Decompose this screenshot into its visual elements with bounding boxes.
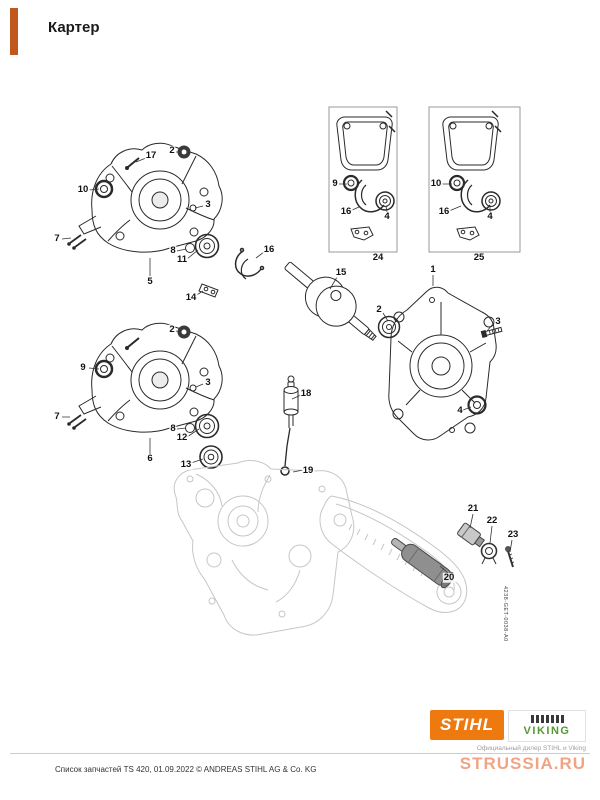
- part-label-4: 4: [486, 210, 494, 223]
- dealer-text: Официальный дилер STIHL и Viking: [476, 745, 586, 752]
- part-label-19: 19: [301, 464, 315, 477]
- part-clamp-22: [480, 542, 498, 565]
- logos-row: STIHL VIKING: [426, 710, 586, 742]
- part-kit-box-24: [328, 106, 398, 253]
- footer-text: Список запчастей TS 420, 01.09.2022 © AN…: [55, 765, 317, 774]
- viking-logo: VIKING: [508, 710, 586, 742]
- part-label-11: 11: [175, 253, 189, 266]
- dealer-watermark: STIHL VIKING Официальный дилер STIHL и V…: [426, 710, 586, 774]
- part-label-16: 16: [339, 205, 353, 218]
- part-kit-box-25: [428, 106, 521, 253]
- part-label-4: 4: [383, 210, 391, 223]
- part-label-10: 10: [76, 183, 90, 196]
- part-label-16: 16: [262, 243, 276, 256]
- viking-bars-icon: [530, 715, 564, 723]
- part-label-20: 20: [442, 571, 456, 584]
- part-label-10: 10: [429, 177, 443, 190]
- page-title: Картер: [48, 19, 100, 36]
- part-crankcase-half: [67, 142, 223, 259]
- footer-divider: [10, 753, 590, 754]
- part-label-8: 8: [169, 244, 177, 257]
- part-screw-23: [505, 546, 515, 568]
- part-label-3: 3: [494, 315, 502, 328]
- part-label-8: 8: [169, 422, 177, 435]
- part-label-12: 12: [175, 431, 189, 444]
- part-label-23: 23: [506, 528, 520, 541]
- part-bearing-13: [199, 445, 223, 469]
- part-label-6: 6: [146, 452, 154, 465]
- part-pump-18: [283, 375, 299, 428]
- part-label-14: 14: [184, 291, 198, 304]
- assembled-housing-ghost: [173, 460, 468, 636]
- part-label-24: 24: [371, 251, 385, 264]
- part-label-25: 25: [472, 251, 486, 264]
- header: Картер: [10, 8, 100, 55]
- part-label-15: 15: [334, 266, 348, 279]
- part-label-9: 9: [331, 177, 339, 190]
- part-label-2: 2: [168, 323, 176, 336]
- part-bracket-14: [198, 283, 219, 298]
- part-label-13: 13: [179, 458, 193, 471]
- part-label-4: 4: [456, 404, 464, 417]
- part-plug-21: [457, 522, 485, 548]
- part-label-3: 3: [204, 198, 212, 211]
- part-label-16: 16: [437, 205, 451, 218]
- part-rod-19: [280, 427, 291, 476]
- part-label-9: 9: [79, 361, 87, 374]
- stihl-logo-text: STIHL: [439, 715, 495, 734]
- part-crankshaft: [284, 261, 377, 341]
- header-accent-bar: [10, 8, 18, 55]
- part-label-7: 7: [53, 232, 61, 245]
- part-label-3: 3: [204, 376, 212, 389]
- diagram-code: 4238-GET-0038-A0: [502, 586, 508, 642]
- part-label-17: 17: [144, 149, 158, 162]
- part-label-1: 1: [429, 263, 437, 276]
- part-label-22: 22: [485, 514, 499, 527]
- part-clip-16: [234, 247, 265, 280]
- part-label-21: 21: [466, 502, 480, 515]
- stihl-logo: STIHL: [430, 710, 504, 740]
- site-watermark: STRUSSIA.RU: [459, 754, 586, 773]
- part-crankcase-1: [377, 286, 503, 441]
- leader-lines: [61, 151, 513, 574]
- part-label-7: 7: [53, 410, 61, 423]
- part-label-18: 18: [299, 387, 313, 400]
- part-label-2: 2: [168, 144, 176, 157]
- viking-logo-text: VIKING: [523, 725, 571, 737]
- part-label-2: 2: [375, 303, 383, 316]
- part-label-5: 5: [146, 275, 154, 288]
